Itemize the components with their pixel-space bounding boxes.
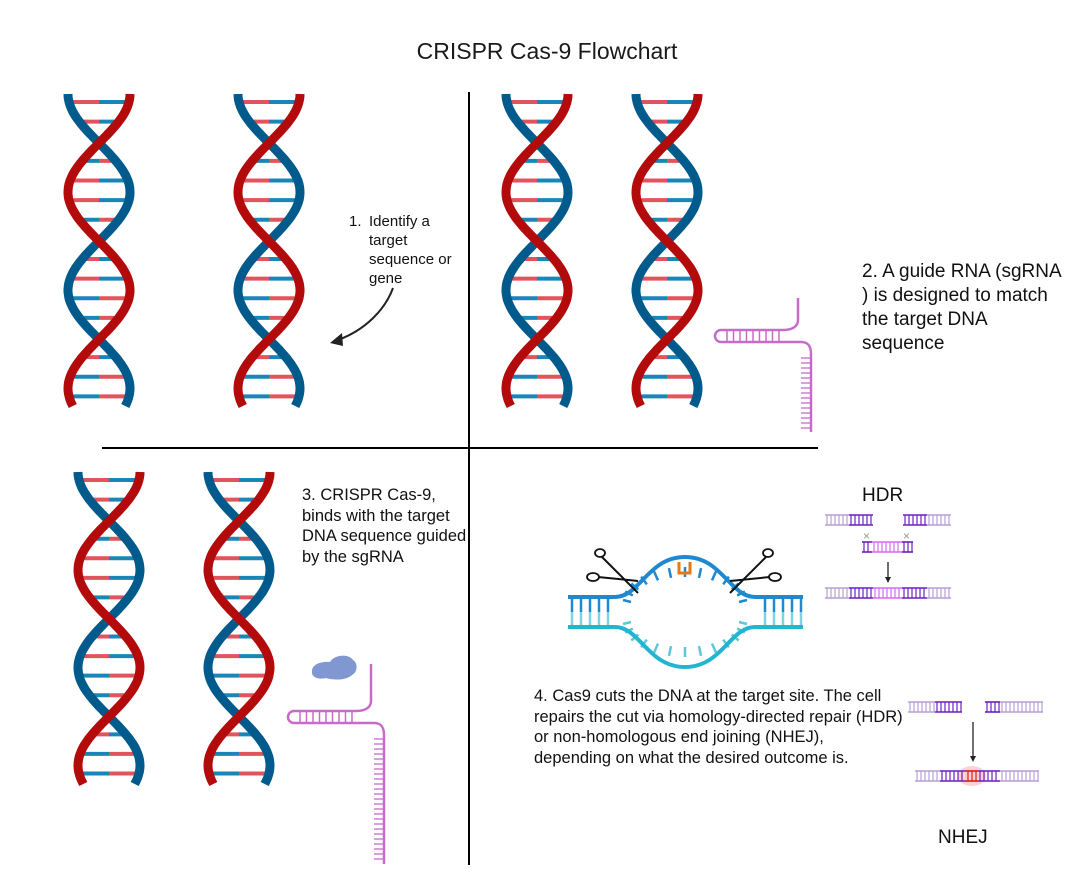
- base-pair: [667, 567, 673, 579]
- arrow-down-icon: [885, 562, 891, 583]
- dna-duplex: [825, 514, 849, 526]
- page-title: CRISPR Cas-9 Flowchart: [416, 38, 678, 64]
- base-pair: [622, 620, 632, 626]
- dna-duplex: [1000, 770, 1039, 782]
- step-4-caption: 4. Cas9 cuts the DNA at the target site.…: [534, 686, 904, 768]
- dna-duplex: [825, 587, 849, 599]
- dna-helix-icon: [73, 471, 145, 787]
- step-1-number: 1.: [349, 213, 362, 230]
- dna-duplex: [940, 770, 966, 782]
- cas9-protein-icon: [311, 655, 357, 680]
- arrow-head: [970, 756, 976, 762]
- cut-dna-bubble: [568, 548, 803, 670]
- dna-duplex: [966, 770, 978, 782]
- sgrna-icon: [286, 664, 386, 864]
- dna-duplex: [872, 541, 902, 553]
- dna-duplex: [902, 587, 927, 599]
- base-pair: [652, 643, 660, 654]
- crossover-mark: ×: [863, 529, 870, 543]
- dna-duplex: [902, 541, 913, 553]
- dna-duplex: [985, 701, 1000, 713]
- dna-strand-red: [501, 93, 573, 409]
- scissors-blade: [597, 576, 639, 582]
- dna-strand-red: [233, 93, 305, 409]
- dna-bottom-strand: [568, 625, 803, 670]
- dna-duplex: [978, 770, 1000, 782]
- step-2-number: 2.: [862, 261, 878, 282]
- sgrna-icon: [713, 298, 813, 432]
- dna-duplex: [903, 514, 927, 526]
- dna-helix-icon: [203, 471, 275, 787]
- dna-top-strand: [568, 554, 803, 599]
- nhej-diagram: [908, 701, 1043, 786]
- scissors-handle: [594, 548, 606, 558]
- base-pair: [697, 645, 703, 657]
- step-3-number: 3.: [302, 486, 316, 504]
- dna-helix-icon: [501, 93, 573, 409]
- nhej-label: NHEJ: [938, 827, 988, 848]
- base-pair: [710, 570, 718, 581]
- dna-duplex: [935, 701, 962, 713]
- dna-helix-icon: [631, 93, 703, 409]
- dna-strand-red: [631, 93, 703, 409]
- dna-duplex: [1000, 701, 1043, 713]
- scissors-icon: [729, 548, 782, 594]
- step-3-text: CRISPR Cas-9, binds with the target DNA …: [302, 486, 467, 566]
- scissors-blade: [729, 576, 771, 582]
- hdr-diagram: ××: [825, 514, 951, 599]
- step-1-caption: 1. Identify a target sequence or gene: [349, 212, 459, 288]
- dna-strand-red: [73, 471, 145, 787]
- step-4-text: Cas9 cuts the DNA at the target site. Th…: [534, 687, 903, 767]
- step-2-caption: 2. A guide RNA (sgRNA ) is designed to m…: [862, 260, 1062, 356]
- crossover-mark: ×: [903, 529, 910, 543]
- dna-helix-icon: [63, 93, 135, 409]
- dna-strand-red: [203, 471, 275, 787]
- dna-duplex: [927, 514, 951, 526]
- base-pair: [738, 620, 748, 626]
- base-pair: [697, 567, 703, 579]
- base-pair: [710, 643, 718, 654]
- scissors-icon: [586, 548, 639, 594]
- base-pair: [738, 598, 748, 604]
- sgrna-backbone: [286, 700, 386, 864]
- scissors-handle: [768, 572, 782, 582]
- dna-helix-icon: [233, 93, 305, 409]
- step-4-number: 4.: [534, 687, 548, 705]
- base-pair: [667, 645, 673, 657]
- step-3-caption: 3. CRISPR Cas-9, binds with the target D…: [302, 485, 472, 567]
- step-1-text: Identify a target sequence or gene: [369, 213, 452, 287]
- dna-duplex: [849, 514, 873, 526]
- scissors-blade: [729, 556, 767, 594]
- dna-duplex: [915, 770, 940, 782]
- base-pair: [622, 598, 632, 604]
- scissors-handle: [762, 548, 774, 558]
- scissors-blade: [601, 556, 639, 594]
- arrow-head: [885, 577, 891, 583]
- curved-arrow-icon: [330, 287, 394, 346]
- dna-duplex: [873, 587, 902, 599]
- dna-duplex: [908, 701, 935, 713]
- step-2-text: A guide RNA (sgRNA ) is designed to matc…: [862, 261, 1061, 354]
- dna-strand-red: [63, 93, 135, 409]
- scissors-handle: [586, 572, 600, 582]
- pam-site-marker: [677, 562, 692, 575]
- arrow-down-icon: [970, 722, 976, 762]
- sgrna-backbone: [713, 319, 813, 432]
- dna-duplex: [927, 587, 951, 599]
- hdr-label: HDR: [862, 485, 904, 506]
- base-pair: [652, 570, 660, 581]
- dna-duplex: [849, 587, 873, 599]
- dna-duplex: [862, 541, 872, 553]
